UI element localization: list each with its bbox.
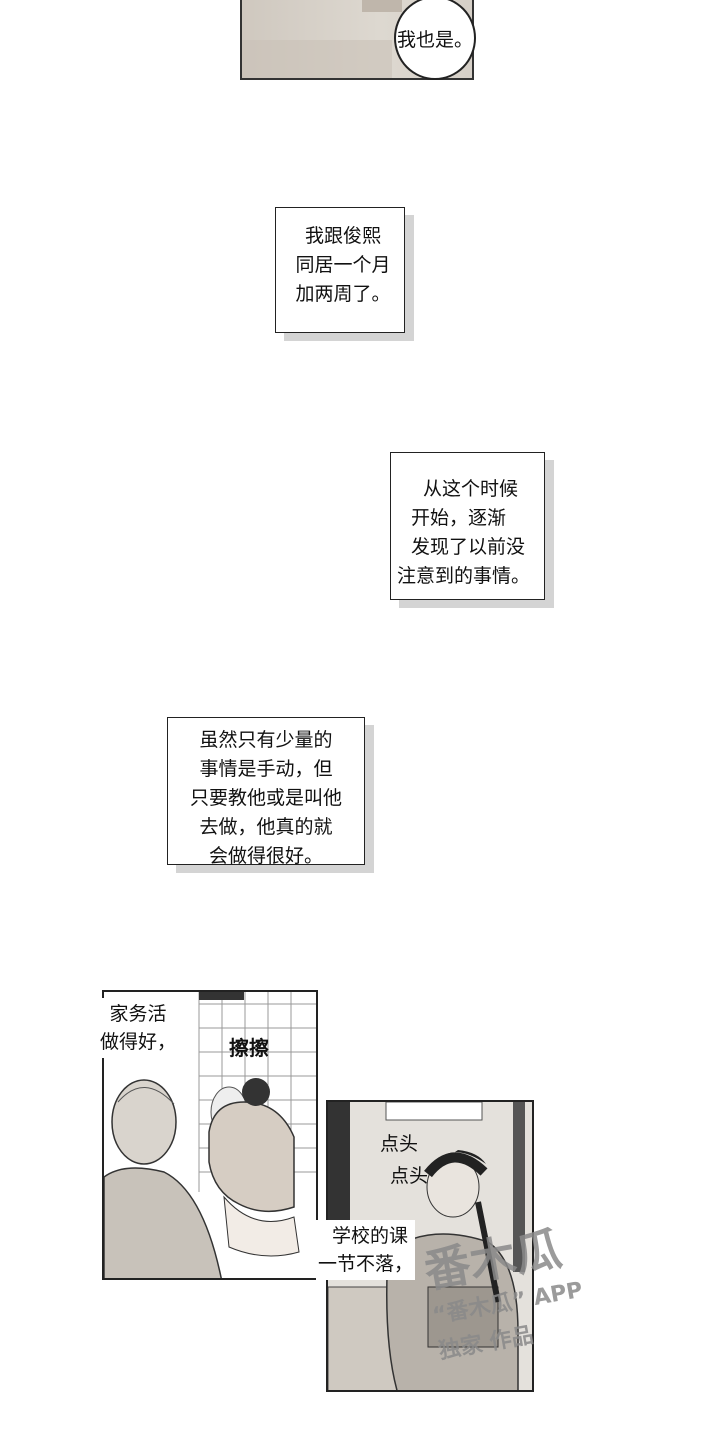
narration-line: 同居一个月 (295, 254, 391, 276)
narration-line: 我跟俊熙 (304, 225, 381, 247)
caption-line: 一节不落， (318, 1253, 414, 1275)
narration-box-3: 虽然只有少量的 事情是手动，但 只要教他或是叫他 去做，他真的就 会做得很好。 (167, 717, 365, 867)
top-panel-art (242, 0, 402, 78)
narration-line: 注意到的事情。 (397, 565, 531, 587)
cleaning-scene-illustration (104, 992, 316, 1278)
narration-box-2: 从这个时候 开始，逐渐 发现了以前没 注意到的事情。 (390, 452, 545, 600)
narration-box-1: 我跟俊熙 同居一个月 加两周了。 (275, 207, 405, 333)
narration-line: 从这个时候 (423, 478, 519, 500)
sound-effect: 擦擦 (229, 1036, 269, 1060)
watermark: 番木瓜 “番木瓜” APP 独家 作品 (420, 1218, 592, 1370)
caption-line: 学校的课 (332, 1225, 409, 1247)
narration-line: 去做，他真的就 (199, 816, 333, 838)
sound-effect-nod: 点头 (390, 1165, 429, 1187)
sound-effect-nod: 点头 (380, 1133, 419, 1155)
caption-line: 家务活 (109, 1003, 167, 1025)
caption-school: 学校的课 一节不落， (316, 1220, 416, 1280)
caption-housework: 家务活 做得好， (96, 998, 181, 1058)
narration-line: 事情是手动，但 (199, 758, 333, 780)
caption-line: 做得好， (100, 1031, 177, 1053)
narration-line: 会做得很好。 (208, 845, 323, 867)
speech-bubble-text: 我也是。 (396, 28, 473, 51)
narration-line: 加两周了。 (295, 283, 391, 305)
narration-line: 虽然只有少量的 (199, 729, 333, 751)
narration-line: 开始，逐渐 (411, 507, 507, 529)
narration-line: 只要教他或是叫他 (189, 787, 342, 809)
narration-line: 发现了以前没 (411, 536, 526, 558)
speech-bubble: 我也是。 (394, 0, 476, 80)
